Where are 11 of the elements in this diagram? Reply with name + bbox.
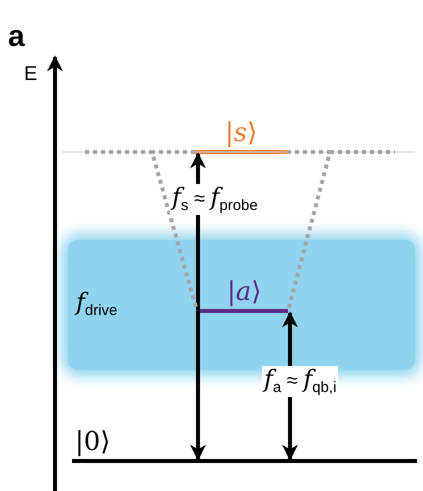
- edge-label: f$_{a}$ ≈ f$_{qb,i}$: [262, 366, 338, 396]
- dotted-connector: [149, 150, 199, 312]
- axis-label: E: [24, 64, 38, 84]
- state-label: |a⟩: [227, 279, 262, 305]
- state-label: |0⟩: [75, 429, 110, 455]
- panel-letter: a: [8, 22, 25, 52]
- state-label: |s⟩: [225, 120, 258, 146]
- drive-band: [68, 240, 415, 370]
- band-label: f$_{drive}$: [76, 288, 118, 319]
- double-arrow: [190, 152, 206, 461]
- edge-label: f$_{s}$ ≈ f$_{probe}$: [170, 184, 260, 214]
